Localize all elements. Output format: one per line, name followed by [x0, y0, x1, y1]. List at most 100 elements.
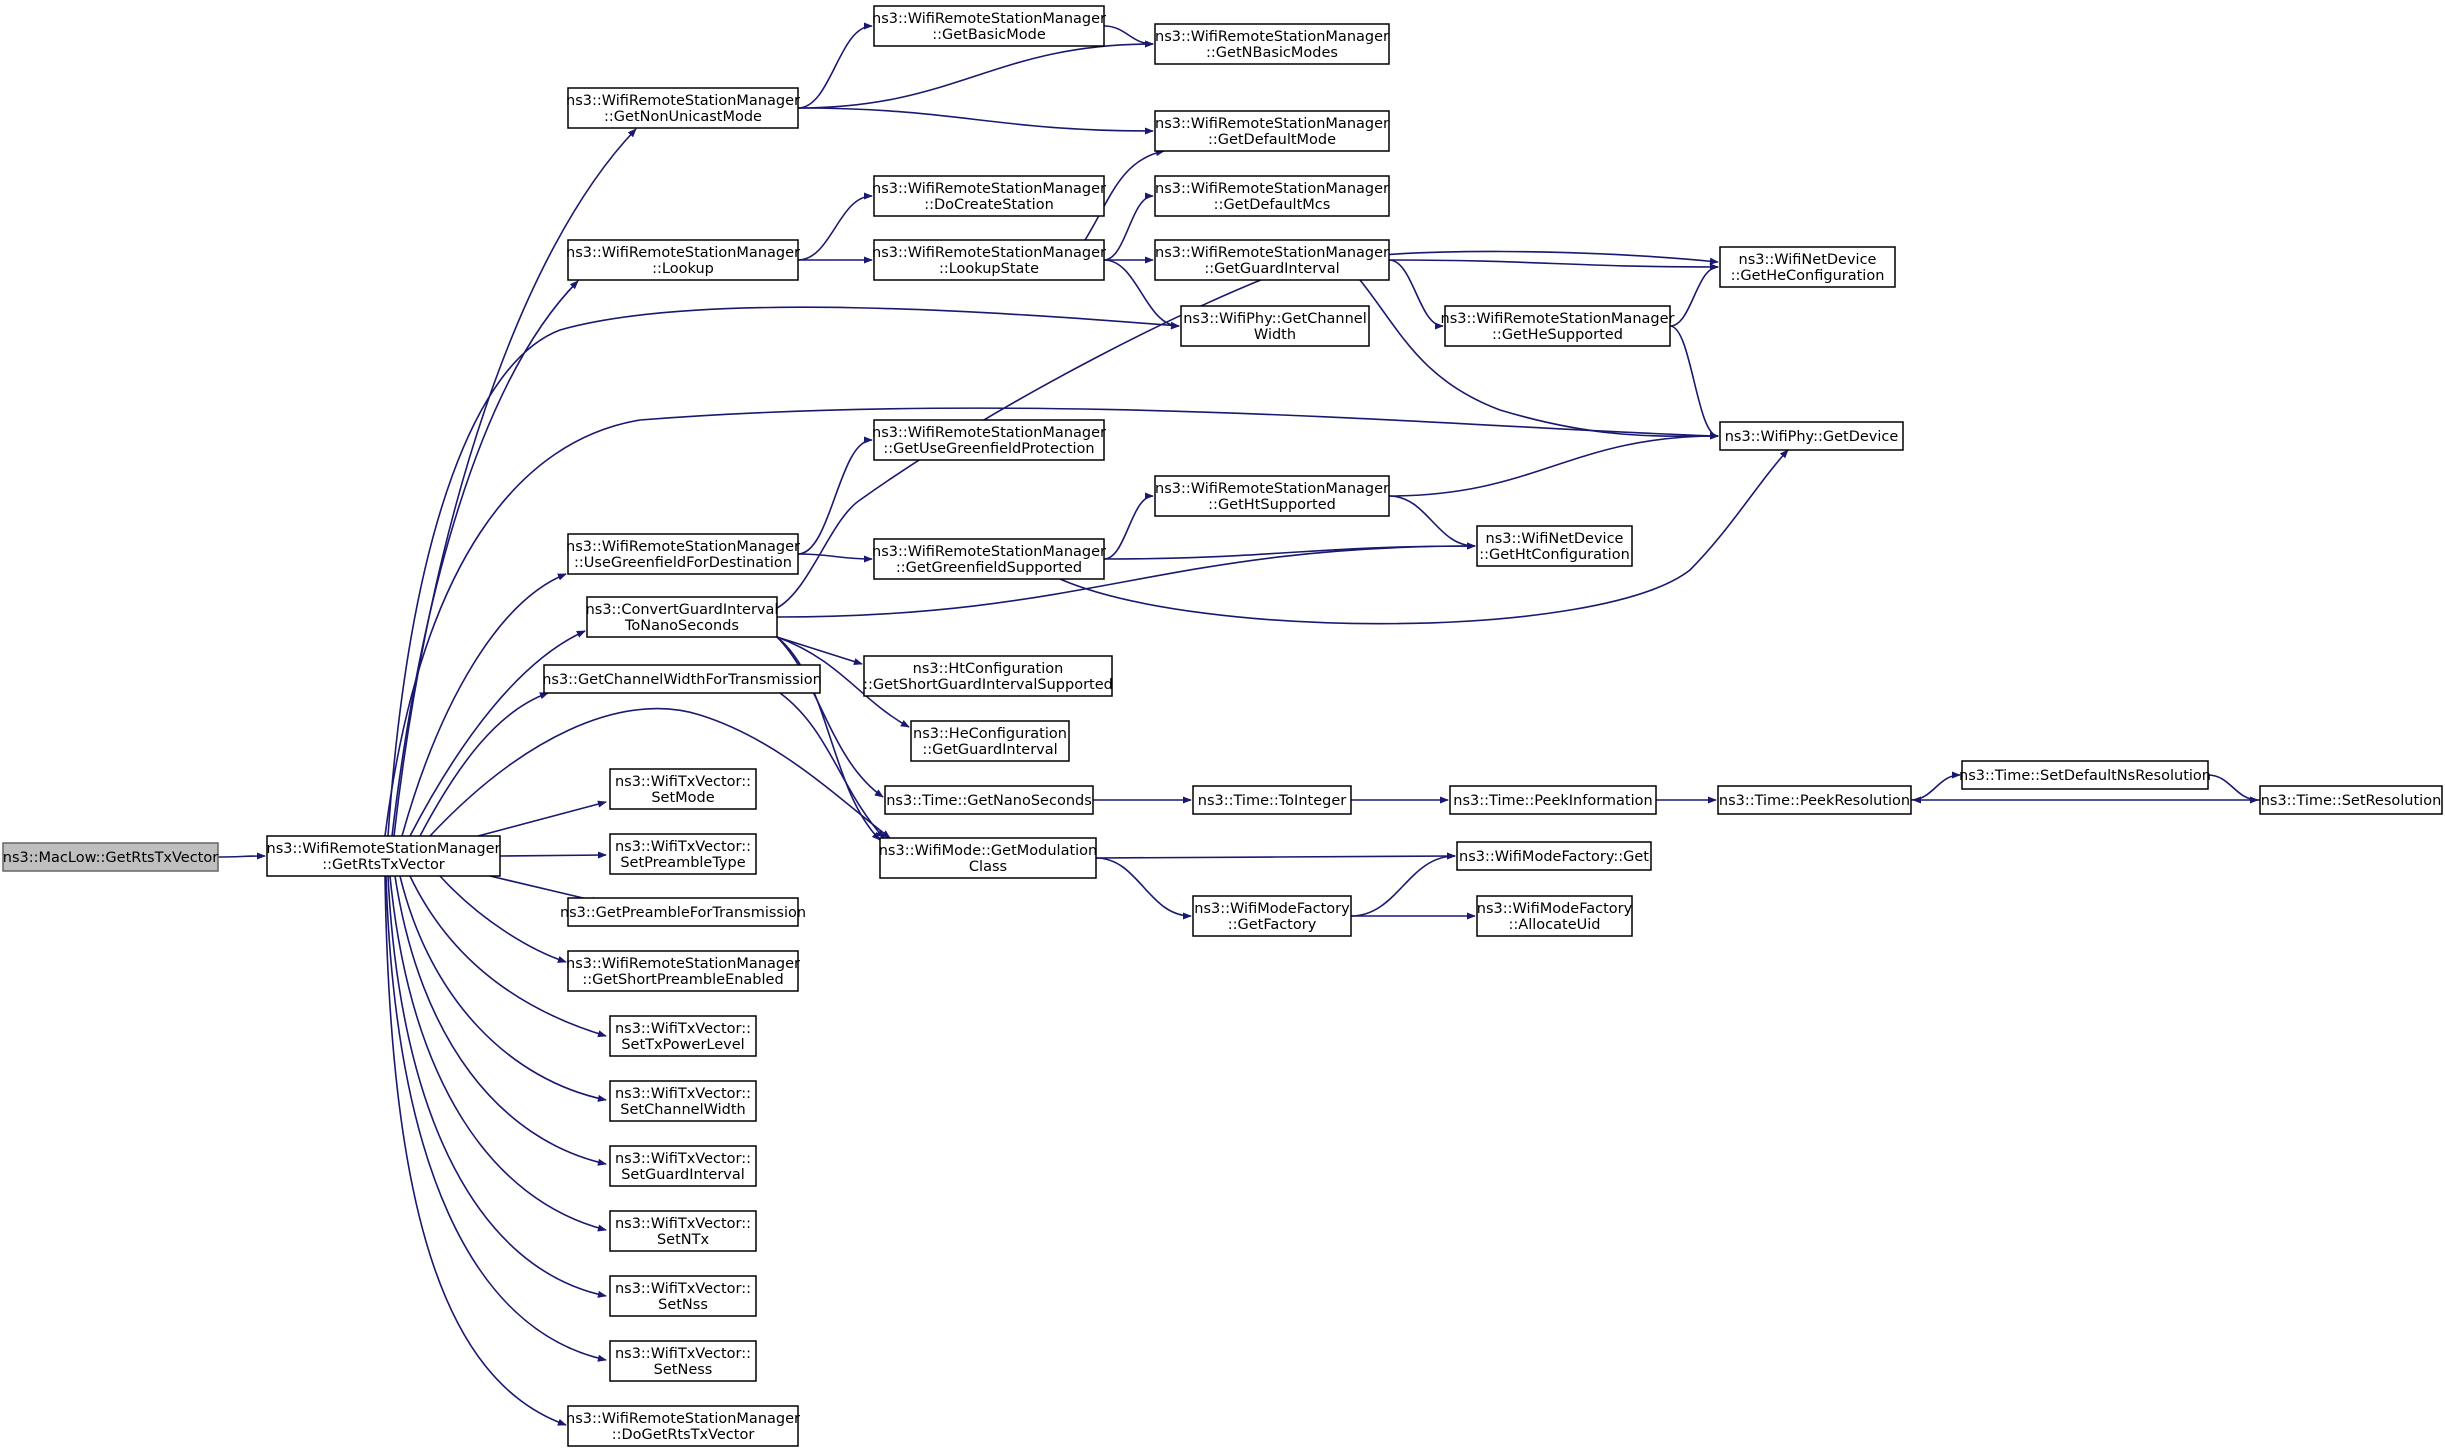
node-n05[interactable]: ns3::WifiRemoteStationManager::GetDefaul… [1154, 110, 1390, 152]
node-n16[interactable]: ns3::WifiRemoteStationManager::UseGreenf… [566, 533, 800, 575]
node-n40[interactable]: ns3::WifiTxVector::SetGuardInterval [609, 1145, 757, 1187]
node-label: SetTxPowerLevel [621, 1037, 744, 1053]
node-label: ::GetGreenfieldSupported [896, 560, 1082, 576]
node-label: ns3::WifiRemoteStationManager [872, 181, 1106, 197]
edge-n10-to-n11 [1388, 259, 1719, 271]
edge-n16-to-n15 [797, 436, 873, 555]
node-box [567, 533, 799, 575]
node-n15[interactable]: ns3::WifiRemoteStationManager::GetUseGre… [872, 419, 1106, 461]
node-box [567, 950, 799, 992]
edge-n01-to-n42 [387, 875, 607, 1298]
edge-n01-to-n35 [499, 851, 607, 859]
node-label: ns3::Time::SetResolution [2261, 793, 2442, 809]
node-label: ns3::WifiTxVector:: [615, 1151, 751, 1167]
node-n35[interactable]: ns3::WifiTxVector::SetPreambleType [609, 833, 757, 875]
node-n39[interactable]: ns3::WifiTxVector::SetChannelWidth [609, 1080, 757, 1122]
node-label: ns3::ConvertGuardInterval [586, 602, 779, 618]
node-label: Class [969, 859, 1007, 875]
node-box [1717, 785, 1912, 815]
node-label: ns3::WifiRemoteStationManager [1155, 245, 1389, 261]
node-n28[interactable]: ns3::Time::SetResolution [2259, 785, 2443, 815]
node-n11[interactable]: ns3::WifiNetDevice::GetHeConfiguration [1719, 246, 1896, 288]
node-label: SetGuardInterval [621, 1167, 745, 1183]
node-box [2259, 785, 2443, 815]
node-n08[interactable]: ns3::WifiRemoteStationManager::LookupSta… [872, 239, 1106, 281]
nodes-layer: ns3::MacLow::GetRtsTxVectorns3::WifiRemo… [2, 5, 2443, 1447]
node-label: ns3::WifiRemoteStationManager [872, 425, 1106, 441]
edge-n10-to-n12 [1388, 259, 1444, 330]
edge-n27-to-n28 [2207, 774, 2259, 804]
node-box [1192, 895, 1352, 937]
node-n10[interactable]: ns3::WifiRemoteStationManager::GetGuardI… [1154, 239, 1390, 281]
edge-n01-to-n38 [409, 875, 607, 1038]
edge-n10-to-n13 [1359, 279, 1719, 440]
node-box [1456, 841, 1652, 871]
edge-n01-to-n34 [477, 800, 607, 837]
edge-n00-to-n01 [217, 852, 266, 860]
node-label: ::GetDefaultMode [1208, 132, 1336, 148]
node-n02[interactable]: ns3::WifiRemoteStationManager::GetNonUni… [566, 87, 800, 129]
node-n36[interactable]: ns3::GetPreambleForTransmission [560, 897, 806, 927]
node-n31[interactable]: ns3::WifiModeFactory::Get [1456, 841, 1652, 871]
edge-n29-to-n30 [779, 692, 885, 839]
edge-n01-to-n20 [409, 630, 586, 837]
node-n44[interactable]: ns3::WifiRemoteStationManager::DoGetRtsT… [566, 1405, 800, 1447]
node-n38[interactable]: ns3::WifiTxVector::SetTxPowerLevel [609, 1015, 757, 1057]
edge-n01-to-n40 [394, 875, 607, 1166]
edge-n01-to-n37 [439, 875, 567, 963]
edge-n02-to-n05 [797, 107, 1154, 135]
node-box [879, 837, 1097, 879]
node-n14[interactable]: ns3::WifiPhy::GetChannelWidth [1180, 305, 1370, 347]
node-n12[interactable]: ns3::WifiRemoteStationManager::GetHeSupp… [1441, 305, 1675, 347]
node-box [1449, 785, 1657, 815]
node-label: ns3::WifiRemoteStationManager [1155, 116, 1389, 132]
node-n26[interactable]: ns3::Time::PeekResolution [1717, 785, 1912, 815]
node-n25[interactable]: ns3::Time::PeekInformation [1449, 785, 1657, 815]
node-label: ns3::Time::GetNanoSeconds [886, 793, 1092, 809]
node-n01[interactable]: ns3::WifiRemoteStationManager::GetRtsTxV… [266, 835, 501, 877]
node-label: ns3::WifiTxVector:: [615, 1281, 751, 1297]
node-n22[interactable]: ns3::HeConfiguration::GetGuardInterval [910, 720, 1070, 762]
node-label: ::GetHeSupported [1492, 327, 1623, 343]
node-n41[interactable]: ns3::WifiTxVector::SetNTx [609, 1210, 757, 1252]
node-n17[interactable]: ns3::WifiRemoteStationManager::GetGreenf… [872, 538, 1106, 580]
node-n37[interactable]: ns3::WifiRemoteStationManager::GetShortP… [566, 950, 800, 992]
edge-n02-to-n04 [797, 40, 1154, 109]
node-box [567, 1405, 799, 1447]
node-label: ns3::WifiRemoteStationManager [1155, 481, 1389, 497]
edge-n01-to-n43 [385, 875, 607, 1362]
edge-n01-to-n02 [393, 128, 637, 837]
node-n27[interactable]: ns3::Time::SetDefaultNsResolution [1959, 760, 2211, 790]
node-box [1154, 475, 1390, 517]
node-box [1719, 246, 1896, 288]
node-n21[interactable]: ns3::HtConfiguration::GetShortGuardInter… [863, 655, 1113, 697]
node-n03[interactable]: ns3::WifiRemoteStationManager::GetBasicM… [872, 5, 1106, 47]
node-n23[interactable]: ns3::Time::GetNanoSeconds [884, 785, 1094, 815]
node-n43[interactable]: ns3::WifiTxVector::SetNess [609, 1340, 757, 1382]
node-n09[interactable]: ns3::WifiRemoteStationManager::GetDefaul… [1154, 175, 1390, 217]
node-label: ::GetRtsTxVector [322, 857, 445, 873]
node-n04[interactable]: ns3::WifiRemoteStationManager::GetNBasic… [1154, 23, 1390, 65]
node-box [873, 175, 1105, 217]
node-n00[interactable]: ns3::MacLow::GetRtsTxVector [2, 842, 219, 872]
node-n06[interactable]: ns3::WifiRemoteStationManager::Lookup [566, 239, 800, 281]
node-n18[interactable]: ns3::WifiRemoteStationManager::GetHtSupp… [1154, 475, 1390, 517]
node-n33[interactable]: ns3::WifiModeFactory::AllocateUid [1476, 895, 1633, 937]
node-box [609, 1340, 757, 1382]
node-box [1154, 175, 1390, 217]
node-n32[interactable]: ns3::WifiModeFactory::GetFactory [1192, 895, 1352, 937]
node-n13[interactable]: ns3::WifiPhy::GetDevice [1719, 421, 1904, 451]
edge-n17-to-n19 [1103, 542, 1476, 560]
node-n19[interactable]: ns3::WifiNetDevice::GetHtConfiguration [1476, 525, 1633, 567]
node-n29[interactable]: ns3::GetChannelWidthForTransmission [542, 664, 822, 694]
node-n24[interactable]: ns3::Time::ToInteger [1192, 785, 1352, 815]
node-n34[interactable]: ns3::WifiTxVector::SetMode [609, 768, 757, 810]
node-label: ::GetFactory [1228, 917, 1317, 933]
node-n42[interactable]: ns3::WifiTxVector::SetNss [609, 1275, 757, 1317]
node-box [567, 239, 799, 281]
edge-n01-to-n16 [401, 573, 567, 837]
node-label: ns3::HtConfiguration [913, 661, 1064, 677]
node-n07[interactable]: ns3::WifiRemoteStationManager::DoCreateS… [872, 175, 1106, 217]
